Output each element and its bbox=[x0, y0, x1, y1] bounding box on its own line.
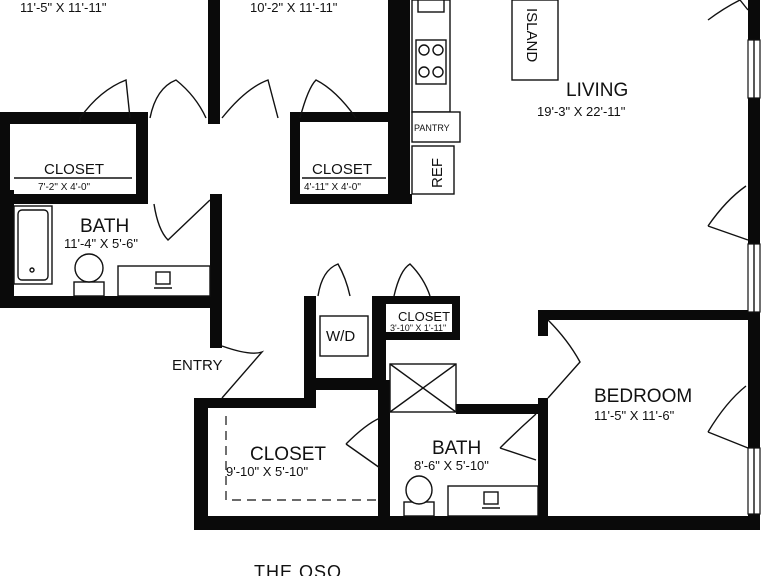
wall bbox=[194, 398, 306, 408]
island bbox=[511, 0, 559, 81]
wall bbox=[388, 0, 400, 202]
bedroom-c-dim: 11'-5" X 11'-6" bbox=[594, 408, 675, 423]
closet-c-name: CLOSET bbox=[398, 309, 450, 324]
pantry-label: PANTRY bbox=[414, 123, 450, 133]
vanity bbox=[447, 485, 539, 517]
closet-a-dim: 7'-2" X 4'-0" bbox=[38, 182, 91, 193]
washer-dryer: W/D bbox=[319, 315, 369, 357]
wall bbox=[400, 0, 410, 202]
closet-b-name: CLOSET bbox=[312, 161, 372, 178]
toilet bbox=[74, 253, 104, 283]
wall bbox=[456, 404, 548, 414]
closet-d-dim: 9'-10" X 5'-10" bbox=[226, 464, 309, 479]
refrigerator bbox=[411, 145, 455, 195]
wall bbox=[452, 296, 460, 340]
closet-b-dim: 4'-11" X 4'-0" bbox=[304, 182, 361, 193]
room-labels: 11'-5" X 11'-11" 10'-2" X 11'-11" LIVING… bbox=[14, 0, 692, 479]
closet-d-name: CLOSET bbox=[250, 444, 326, 465]
wall bbox=[304, 378, 384, 390]
plan-title: THE OSO bbox=[254, 562, 342, 576]
wall bbox=[194, 516, 760, 530]
wd-label: W/D bbox=[326, 328, 355, 345]
closet-d-shelf bbox=[225, 416, 378, 501]
walls bbox=[0, 0, 760, 530]
living-dim: 19'-3" X 22'-11" bbox=[537, 104, 626, 119]
wall bbox=[538, 310, 748, 320]
wall bbox=[290, 194, 412, 204]
bath-b-fixtures bbox=[389, 363, 539, 517]
vanity bbox=[117, 265, 211, 297]
toilet bbox=[405, 475, 433, 505]
sink bbox=[417, 0, 445, 13]
wall bbox=[0, 190, 14, 308]
closet-a-name: CLOSET bbox=[44, 161, 104, 178]
bedroom-b-dim: 10'-2" X 11'-11" bbox=[250, 0, 338, 15]
closet-c-dim: 3'-10" X 1'-11" bbox=[390, 323, 446, 333]
bath-b-name: BATH bbox=[432, 438, 481, 459]
doors bbox=[79, 0, 749, 469]
wall bbox=[538, 398, 548, 530]
bath-a-fixtures bbox=[13, 205, 211, 297]
bath-a-dim: 11'-4" X 5'-6" bbox=[64, 236, 138, 251]
toilet-tank bbox=[73, 281, 105, 297]
wall bbox=[0, 112, 136, 124]
wall bbox=[208, 0, 220, 124]
kitchen: PANTRY REF ISLAND bbox=[411, 0, 559, 195]
wall bbox=[386, 296, 458, 304]
wall bbox=[0, 112, 10, 196]
living-name: LIVING bbox=[566, 80, 628, 101]
island-label: ISLAND bbox=[523, 8, 540, 62]
wall bbox=[210, 306, 222, 348]
wall bbox=[0, 194, 136, 204]
bath-b-dim: 8'-6" X 5'-10" bbox=[414, 458, 489, 473]
wall bbox=[538, 310, 548, 336]
wall bbox=[304, 296, 316, 408]
ref-label: REF bbox=[429, 158, 446, 188]
wall bbox=[290, 112, 390, 122]
bedroom-a-dim: 11'-5" X 11'-11" bbox=[20, 0, 107, 15]
wall bbox=[0, 296, 222, 308]
wall bbox=[378, 380, 390, 530]
pantry bbox=[411, 111, 461, 143]
wd-box bbox=[319, 315, 369, 357]
wall bbox=[290, 112, 300, 202]
bedroom-c-name: BEDROOM bbox=[594, 386, 692, 407]
bath-a-name: BATH bbox=[80, 216, 129, 237]
wall bbox=[386, 332, 458, 340]
wall bbox=[372, 296, 386, 390]
wall bbox=[210, 194, 222, 308]
wall bbox=[194, 398, 208, 530]
wall bbox=[136, 112, 148, 204]
windows bbox=[747, 39, 761, 515]
entry-label: ENTRY bbox=[172, 357, 223, 374]
